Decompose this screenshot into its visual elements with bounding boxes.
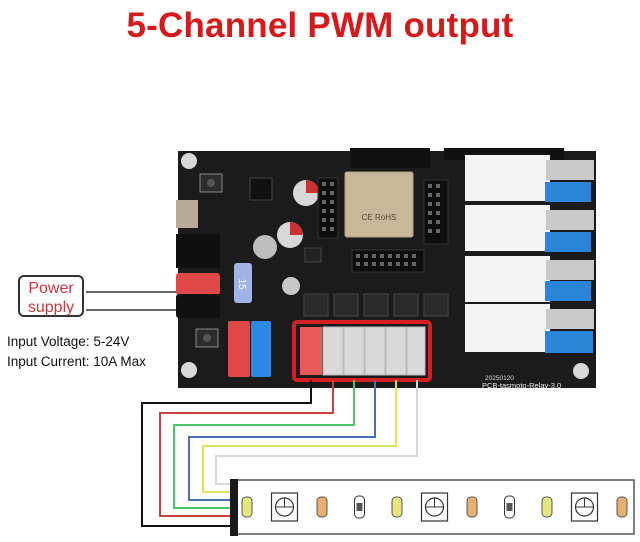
power-supply-label-2: supply [27, 299, 75, 316]
mount-hole [181, 362, 197, 378]
wire-green [173, 380, 355, 509]
header-pin [322, 200, 326, 204]
led-amber [466, 496, 478, 518]
header-pin [364, 262, 368, 266]
led-yellow [541, 496, 553, 518]
header-pin [330, 182, 334, 186]
header-pin [356, 262, 360, 266]
resistor [504, 495, 515, 519]
header-pin [396, 262, 400, 266]
wire-black [141, 380, 312, 527]
led-amber [616, 496, 628, 518]
header-pin [428, 184, 432, 188]
header-pin [322, 191, 326, 195]
header-pin [436, 193, 440, 197]
header-pin [322, 209, 326, 213]
led-yellow [391, 496, 403, 518]
rgb-5050 [420, 492, 449, 522]
header-pin [404, 254, 408, 258]
led-strip-connector [230, 479, 238, 536]
dc-out-negative [251, 321, 271, 377]
header-pin [428, 193, 432, 197]
header-pin [412, 262, 416, 266]
input-current: Input Current: 10A Max [7, 354, 146, 369]
esp32-module [344, 171, 414, 238]
mosfet-row [303, 293, 449, 317]
header-pin [380, 254, 384, 258]
header-pin [356, 254, 360, 258]
led-amber [316, 496, 328, 518]
header-pin [436, 220, 440, 224]
wire-blue [188, 380, 376, 501]
board-name: PCB-tasmoto-Relay-3.0 [482, 381, 561, 390]
header-pin [396, 254, 400, 258]
pcb-board: 15 CE RoHS [176, 148, 596, 390]
header-pin [428, 211, 432, 215]
power-connector-negative [176, 294, 220, 318]
date-code: 20250120 [485, 375, 514, 382]
relay-bank [465, 155, 594, 353]
input-voltage: Input Voltage: 5-24V [7, 334, 130, 349]
header-pin [330, 227, 334, 231]
fuse [234, 263, 252, 303]
header-pin [436, 211, 440, 215]
led-strip [230, 479, 635, 536]
header-pin [372, 254, 376, 258]
header-pin [372, 262, 376, 266]
header-pin [436, 184, 440, 188]
header-pin [428, 220, 432, 224]
wire-white [215, 380, 418, 485]
header-pin [412, 254, 416, 258]
pwm-terminal-v+ [300, 327, 322, 375]
header-pin [322, 227, 326, 231]
header-pin [404, 262, 408, 266]
power-supply-box: Power supply [18, 275, 84, 317]
rgb-5050 [570, 492, 599, 522]
usb-c-port [176, 200, 198, 228]
led-yellow [241, 496, 253, 518]
header-pin [428, 202, 432, 206]
pwm-output-highlight [292, 320, 432, 382]
mount-hole [181, 153, 197, 169]
header-pin [436, 202, 440, 206]
header-pin [428, 229, 432, 233]
header-pin [330, 200, 334, 204]
header-pin [330, 218, 334, 222]
header-pin [436, 229, 440, 233]
header-pin [388, 254, 392, 258]
module-marking: CE RoHS [362, 213, 397, 222]
rgb-5050 [270, 492, 299, 522]
header-pin [322, 182, 326, 186]
header-pin [322, 218, 326, 222]
ic-chip [249, 177, 273, 201]
wire-yellow [202, 380, 397, 493]
fuse-label: 15 [236, 278, 247, 290]
page-title: 5-Channel PWM output [126, 6, 514, 45]
dc-out-positive [228, 321, 250, 377]
wire-red [159, 380, 334, 517]
capacitor [282, 277, 300, 295]
capacitor [253, 235, 277, 259]
header-pin [330, 191, 334, 195]
header-pin [388, 262, 392, 266]
header-pin [330, 209, 334, 213]
header-pin [380, 262, 384, 266]
mount-hole [573, 363, 589, 379]
power-connector-positive [176, 273, 220, 295]
header-pin [364, 254, 368, 258]
power-supply-label-1: Power [28, 280, 74, 297]
pwm-terminals [322, 326, 426, 376]
resistor [354, 495, 365, 519]
